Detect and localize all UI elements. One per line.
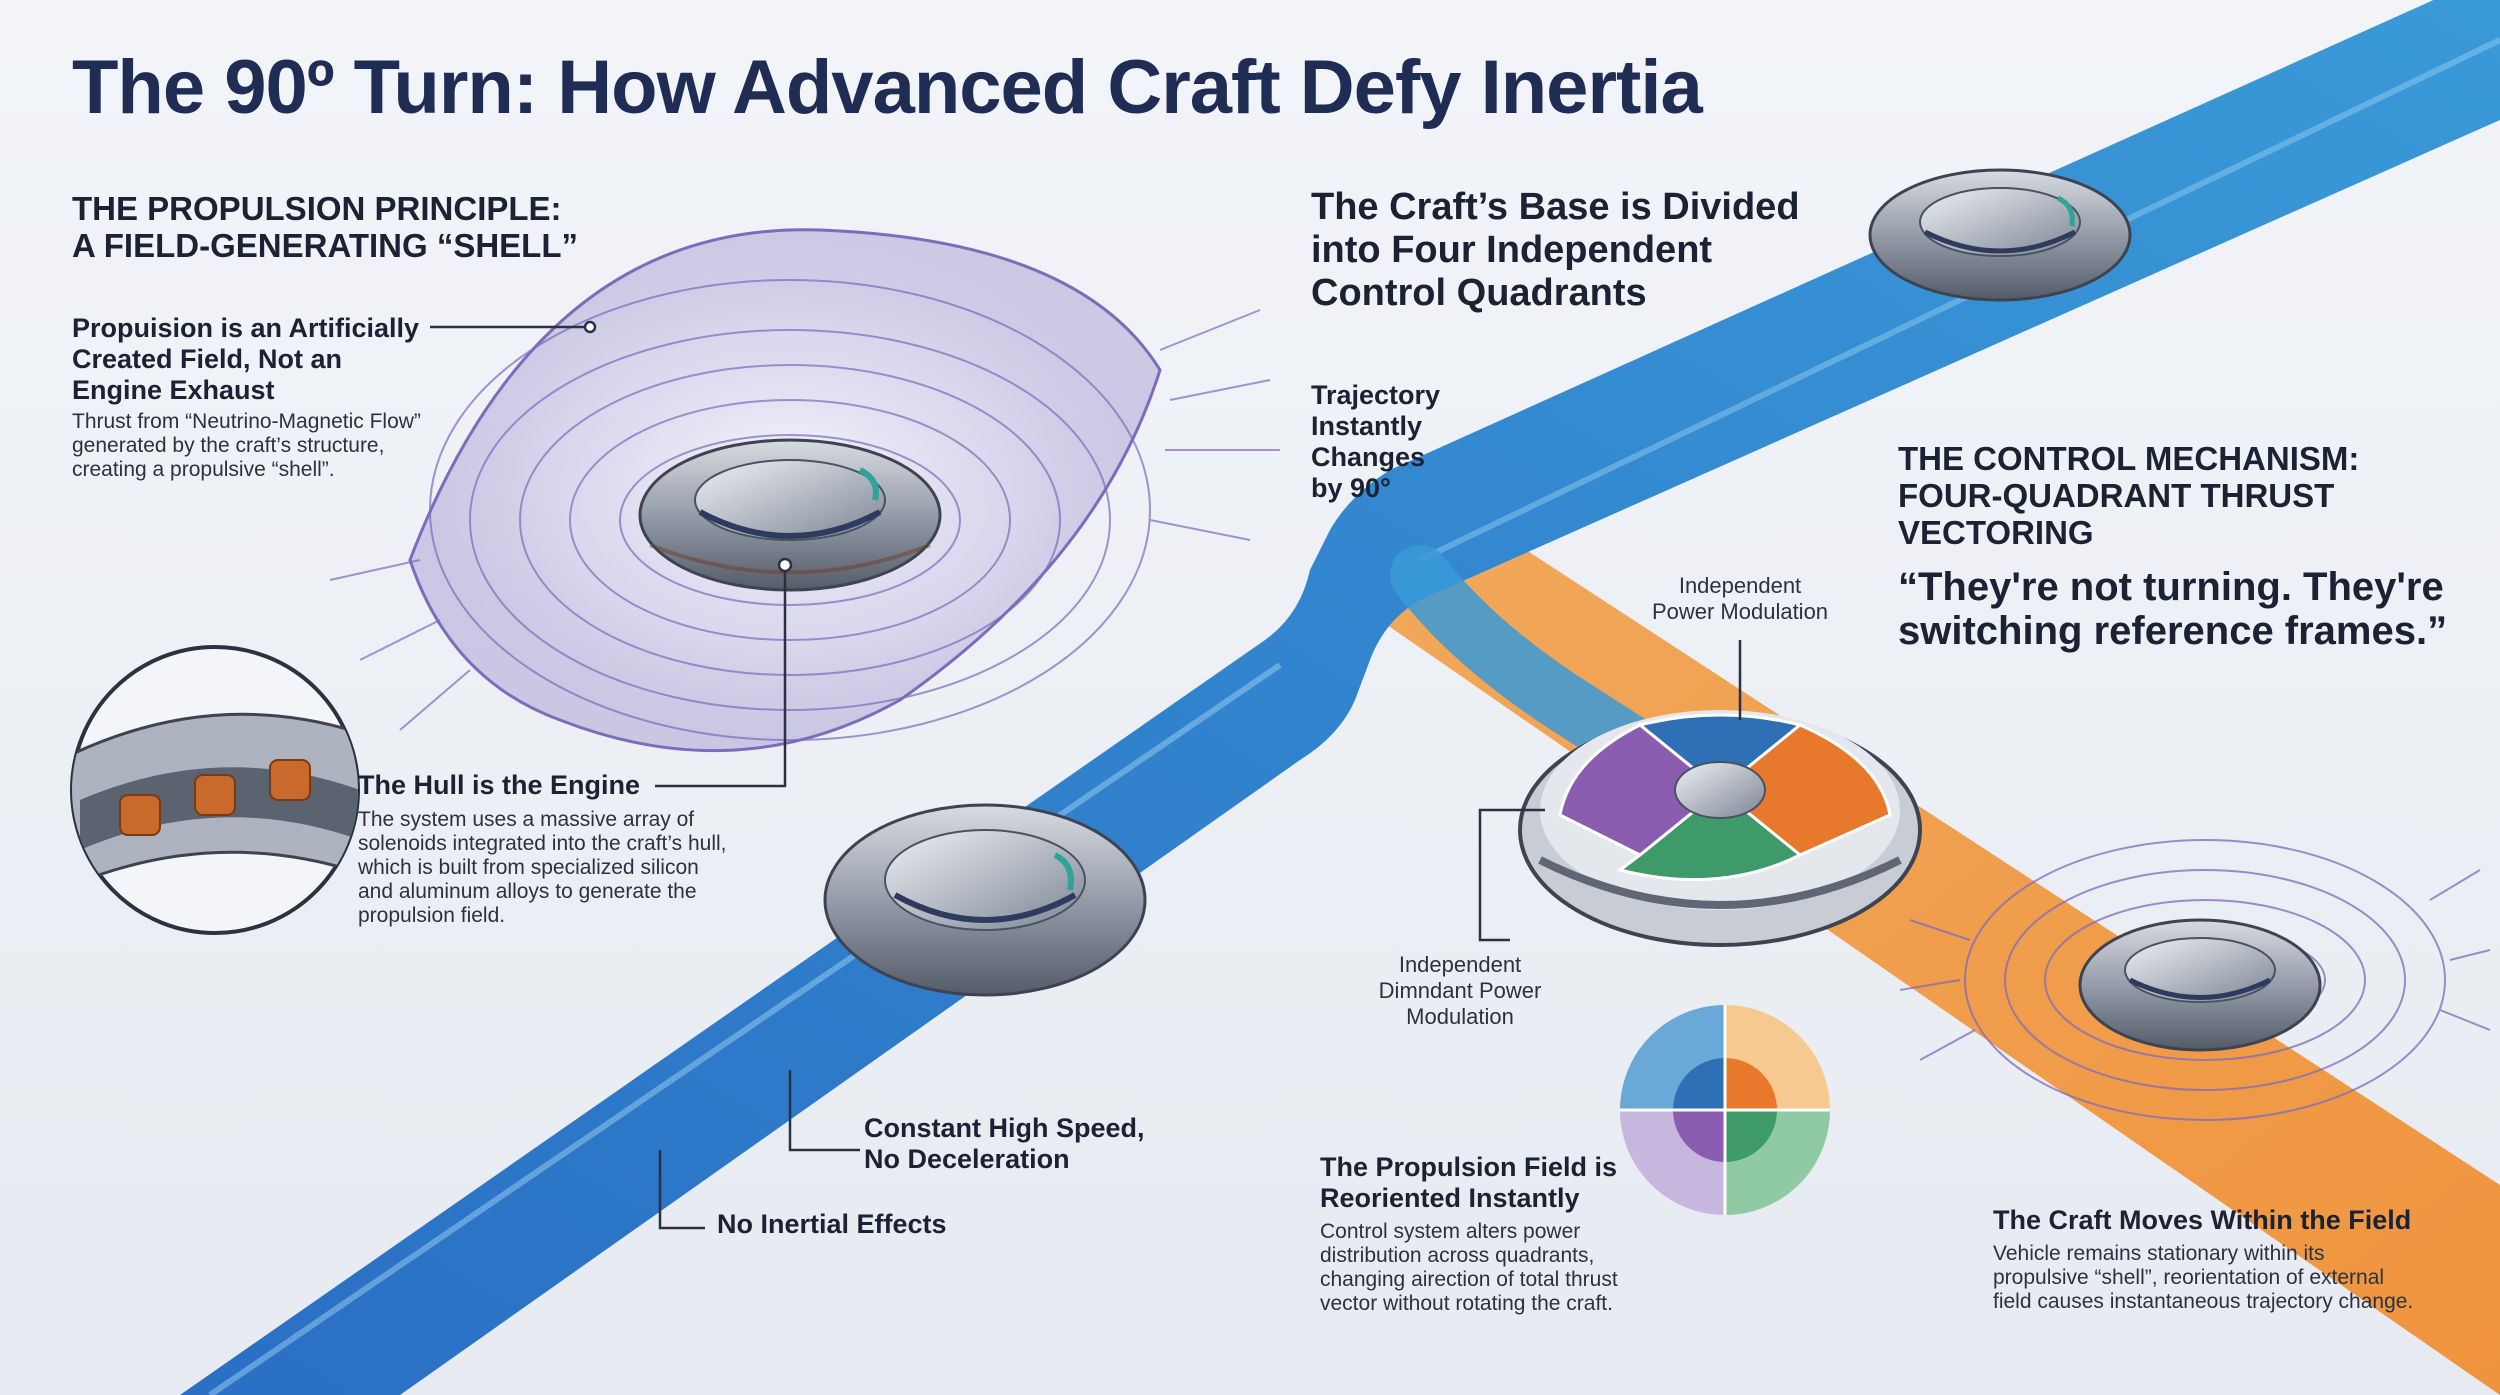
field-reoriented-heading: The Propulsion Field is Reoriented Insta… bbox=[1320, 1152, 1618, 1213]
field-reoriented-body: Control system alters power distribution… bbox=[1320, 1220, 1618, 1315]
quadrant-blue bbox=[1636, 713, 1804, 792]
trajectory-branch bbox=[1390, 545, 1730, 820]
quadrant-purple bbox=[1558, 723, 1723, 857]
page-title: The 90º Turn: How Advanced Craft Defy In… bbox=[72, 45, 1703, 130]
trajectory-turn-label: Trajectory Instantly Changes by 90° bbox=[1311, 380, 1441, 503]
hull-heading: The Hull is the Engine bbox=[358, 770, 641, 800]
speed-label: Constant High Speed, No Deceleration bbox=[864, 1113, 1145, 1174]
propulsion-heading: Propuision is an Artificially Created Fi… bbox=[72, 313, 420, 405]
leader-hull bbox=[655, 565, 787, 788]
hull-solenoid-inset bbox=[70, 645, 360, 935]
craft-four-quadrant bbox=[1518, 710, 1922, 947]
quadrants-heading: The Craft’s Base is Divided into Four In… bbox=[1311, 186, 1800, 314]
quadrant-circle-diagram bbox=[1620, 1005, 1830, 1215]
quadrant-orange bbox=[1717, 723, 1892, 857]
trajectory-blue-track bbox=[180, 0, 2500, 1395]
propulsion-section-title: THE PROPULSION PRINCIPLE: A FIELD-GENERA… bbox=[72, 190, 578, 264]
quadrant-green bbox=[1616, 788, 1803, 882]
leader-speed bbox=[788, 1070, 860, 1152]
craft-field-shell bbox=[638, 438, 942, 592]
craft-top-right bbox=[1868, 168, 2132, 302]
field-craft-heading: The Craft Moves Within the Field bbox=[1993, 1205, 2412, 1235]
leader-inertia bbox=[658, 1150, 705, 1230]
control-quote: “They're not turning. They're switching … bbox=[1898, 565, 2448, 653]
craft-on-track bbox=[823, 803, 1147, 997]
field-craft-body: Vehicle remains stationary within its pr… bbox=[1993, 1242, 2414, 1313]
craft-within-field bbox=[1899, 839, 2491, 1121]
propulsion-body: Thrust from “Neutrino-Magnetic Flow” gen… bbox=[72, 410, 421, 481]
leader-quadrant-side bbox=[1478, 808, 1545, 942]
hull-body: The system uses a massive array of solen… bbox=[358, 808, 727, 927]
inertia-label: No Inertial Effects bbox=[717, 1209, 947, 1239]
quadrant-side-label: Independent Dimndant Power Modulation bbox=[1378, 952, 1542, 1029]
control-section-title: THE CONTROL MECHANISM: FOUR-QUADRANT THR… bbox=[1898, 440, 2360, 551]
quadrant-top-label: Independent Power Modulation bbox=[1651, 573, 1829, 624]
